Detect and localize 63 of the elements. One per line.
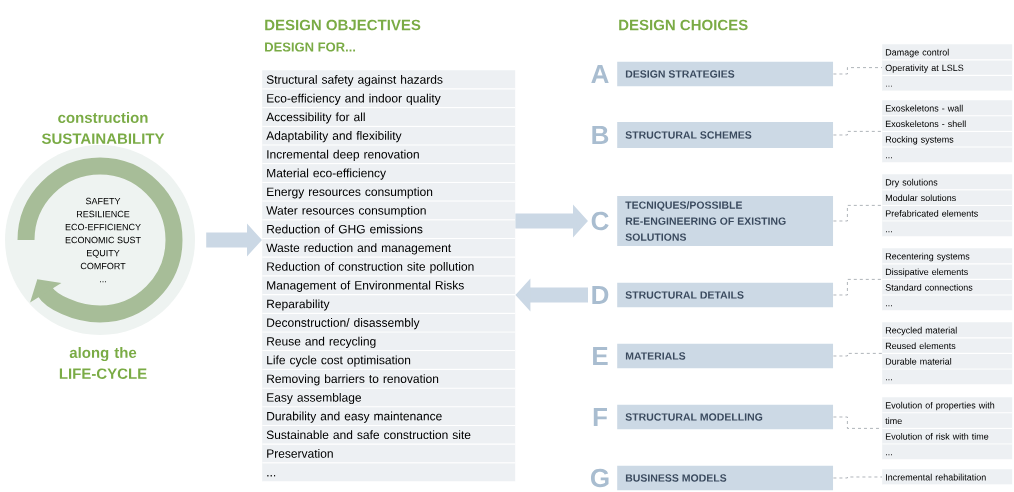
heading: along the LIFE-CYCLE (59, 347, 147, 379)
category-box: TECNIQUES/POSSIBLE RE-ENGINEERING OF EXISTING SOLUTIONS (617, 196, 834, 246)
option-list: Dry solutions Modular solutions Prefabricated elements ... (882, 174, 1013, 237)
connector-line (833, 67, 883, 75)
option-list: Recycled material Reused elements Durable material ... (882, 322, 1013, 385)
connector-line (833, 205, 883, 222)
section-letter: G (590, 468, 609, 488)
option-list: Exoskeletons - wall Exoskeletons - shell Rocking systems ... (882, 100, 1013, 163)
node-label: Reduction of GHG emissions (267, 224, 423, 234)
section-letter: B (592, 126, 609, 144)
node-label: Energy resources consumption (267, 187, 433, 199)
node-label: Water resources consumption (266, 205, 426, 218)
heading: construction SUSTAINABILITY (41, 112, 165, 144)
node-label: Eco-efficiency and indoor quality (267, 93, 441, 105)
option-list: Recentering systems Dissipative elements Standard connections ... (882, 248, 1013, 311)
node-label: Reuse and recycling (267, 336, 376, 348)
objective-list: Structural safety against hazards Eco-efficiency and indoor quality Accessibility for all Adaptability and flexibility Incremental deep renovation Material eco-efficiency Energy resources consumption Water resources consumption Reduction of GHG emissions Waste reduction and management Reduction of construction site pollution Management of Environmental Risks Reparability Deconstruction/ disassembly Reuse and recycling Life cycle cost optimisation Removing barriers to renovation Easy assemblage Durability and easy maintenance Sustainable and safe construction site Preservation ... (262, 70, 516, 482)
section-letter: E (593, 347, 608, 365)
section-letter: A (591, 65, 609, 83)
category-box: BUSINESS MODELS (617, 465, 834, 491)
node-label: Structural safety against hazards (266, 75, 443, 87)
node-label: ECONOMIC SUST (65, 236, 141, 244)
heading: DESIGN CHOICES (619, 19, 748, 31)
node-label: Material eco-efficiency (267, 168, 386, 180)
connector-line (833, 353, 883, 357)
value-list: SAFETY RESILIENCE ECO-EFFICIENCY ECONOMIC SUST EQUITY COMFORT ... (65, 197, 141, 283)
node-label: ... (267, 475, 276, 477)
node-label: SAFETY (85, 197, 121, 205)
connector-line (833, 279, 883, 296)
node-label: Waste reduction and management (266, 243, 452, 255)
node-label: Adaptability and flexibility (266, 131, 402, 143)
option-list: Incremental rehabilitation (882, 469, 1013, 485)
option-list: Evolution of properties with time Evolution of risk with time ... (882, 397, 1013, 460)
node-label: COMFORT (80, 262, 126, 270)
section-letter: F (593, 408, 607, 426)
section-letter: D (592, 286, 609, 304)
section-letter: C (591, 211, 609, 231)
node-label: Management of Environmental Risks (267, 280, 464, 292)
node-label: Removing barriers to renovation (267, 374, 439, 386)
connector-line (833, 476, 883, 479)
heading: DESIGN FOR... (265, 42, 356, 52)
node-label: Reparability (267, 299, 330, 311)
node-label: Deconstruction/ disassembly (267, 318, 420, 330)
node-label: Accessibility for all (266, 112, 365, 124)
category-box: MATERIALS (617, 343, 834, 369)
category-box: DESIGN STRATEGIES (617, 61, 834, 87)
node-label: Easy assemblage (267, 392, 362, 405)
option-list: Damage control Operativity at LSLS ... (882, 44, 1013, 91)
node-label: Incremental deep renovation (267, 149, 419, 161)
node-label: Sustainable and safe construction site (266, 430, 471, 440)
node-label: Durability and easy maintenance (267, 411, 442, 423)
node-label: RESILIENCE (76, 210, 130, 218)
heading: DESIGN OBJECTIVES (265, 19, 421, 31)
node-label: ... (100, 281, 106, 283)
node-label: Life cycle cost optimisation (267, 355, 411, 367)
category-box: STRUCTURAL SCHEMES (617, 122, 834, 148)
category-box: STRUCTURAL MODELLING (617, 404, 834, 430)
connector-line (833, 131, 883, 136)
node-label: EQUITY (87, 249, 120, 258)
node-label: Reduction of construction site pollution (267, 262, 474, 274)
node-label: ECO-EFFICIENCY (65, 223, 141, 231)
category-box: STRUCTURAL DETAILS (617, 282, 834, 308)
node-label: Preservation (267, 449, 333, 458)
